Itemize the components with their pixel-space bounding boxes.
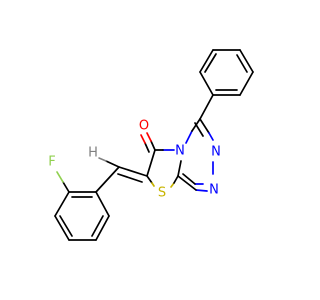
triazole-ring (177, 118, 214, 192)
bond-inner (182, 173, 196, 185)
bond (199, 71, 214, 96)
bond (173, 175, 179, 184)
thiazole-ring (146, 149, 179, 188)
bond (95, 166, 120, 193)
atom-label-nitrogen-2: N (211, 145, 221, 160)
structure-svg: O N N N S F H (48, 49, 254, 241)
bond (208, 132, 214, 141)
bond (146, 132, 152, 142)
atom-label-oxygen: O (139, 119, 149, 134)
bond (95, 215, 110, 241)
bond (151, 182, 155, 187)
bond (144, 142, 150, 153)
bond (140, 134, 146, 144)
bond (54, 215, 70, 241)
bond (239, 49, 254, 73)
bond (191, 118, 201, 132)
bond-inner (236, 54, 248, 73)
bond (62, 181, 70, 193)
bond (118, 166, 148, 177)
atom-label-hydrogen: H (88, 146, 98, 161)
bond-inner (204, 53, 217, 73)
phenyl-ring (199, 49, 254, 96)
bond (95, 191, 110, 217)
bond (146, 175, 153, 184)
bond (185, 130, 193, 144)
bond-inner (91, 215, 104, 237)
atom-label-fluorine: F (48, 155, 55, 170)
atom-label-nitrogen-1: N (209, 183, 219, 198)
atom-label-nitrogen-4: N (175, 144, 185, 159)
bond (177, 160, 182, 177)
bond (98, 157, 107, 162)
fluorophenyl-ring (54, 191, 110, 241)
bond (54, 191, 70, 217)
bond (239, 71, 254, 96)
bond (150, 140, 156, 151)
bond (146, 149, 156, 177)
bond (199, 94, 214, 120)
bond (56, 171, 64, 183)
bond (105, 160, 120, 168)
bond (199, 118, 210, 134)
bond-inner (117, 173, 143, 183)
atom-label-sulfur: S (158, 186, 166, 201)
bond-inner (59, 215, 73, 237)
bond (199, 49, 214, 73)
bond (177, 175, 197, 191)
bond (195, 189, 208, 192)
molecule-diagram: O N N N S F H (48, 49, 254, 241)
